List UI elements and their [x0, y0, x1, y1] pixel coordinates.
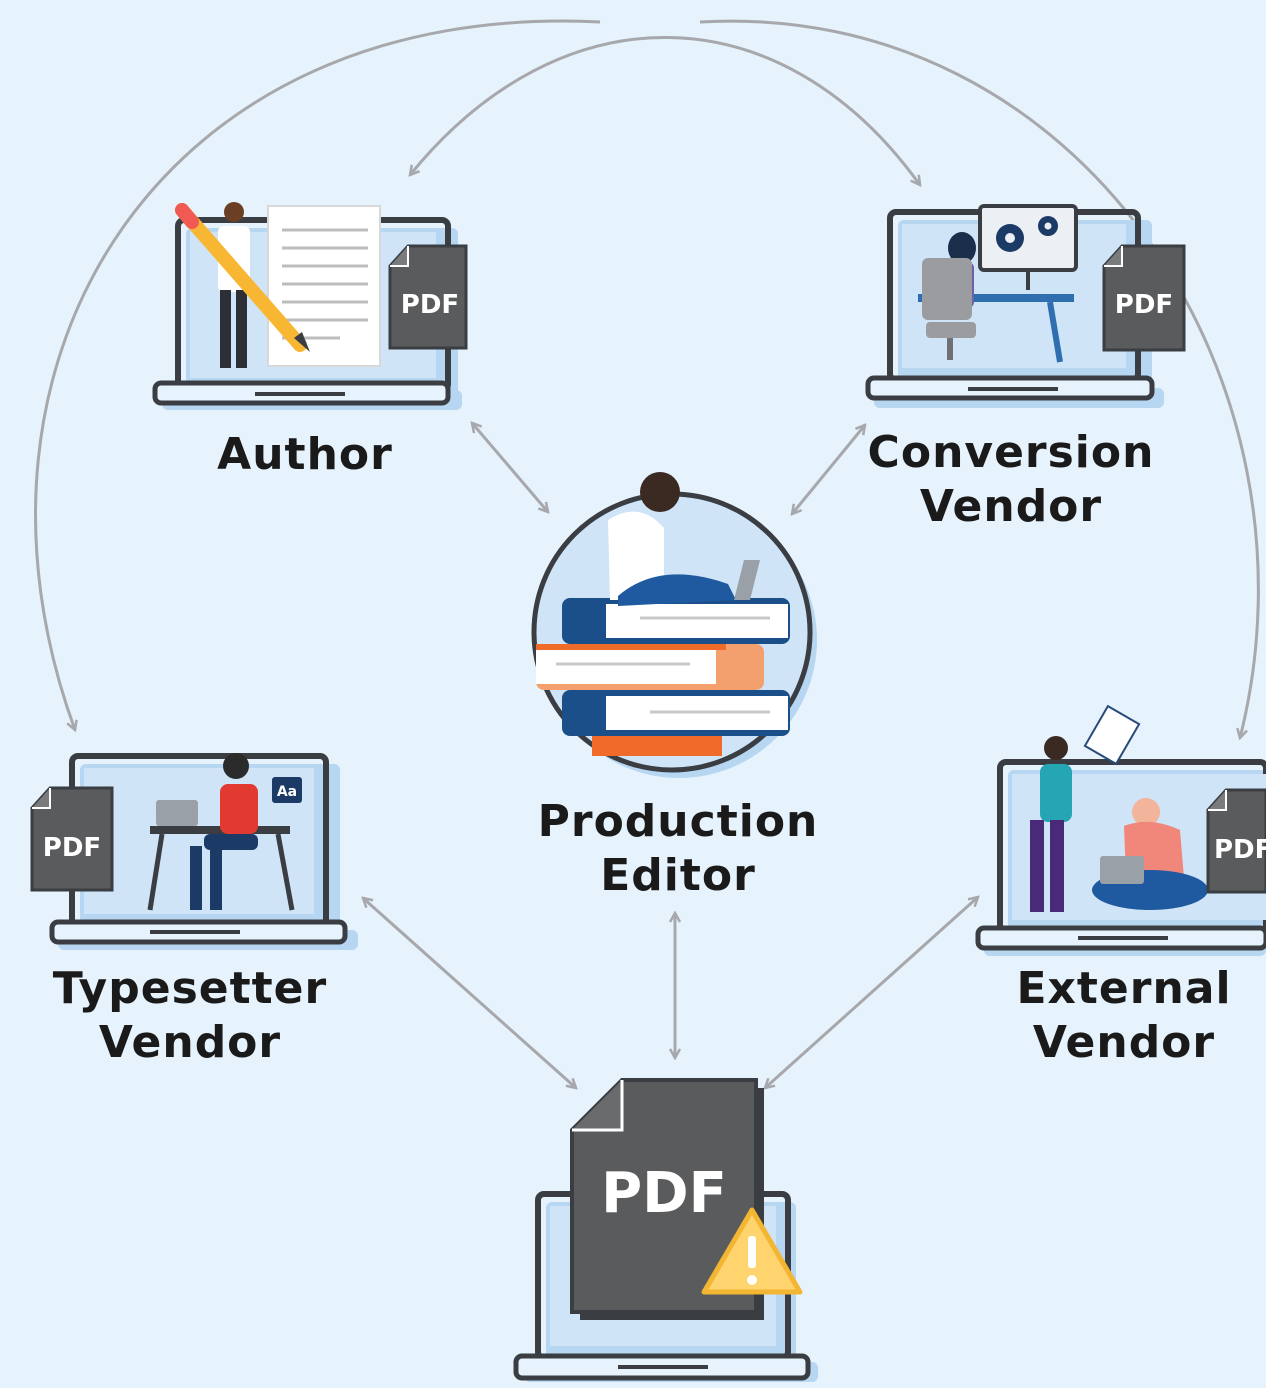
external-vendor-label: External Vendor — [1004, 962, 1244, 1070]
author-pdf-icon: PDF — [388, 244, 468, 350]
production-editor-label-line1: Production — [537, 796, 819, 847]
arc-author-typesetter — [34, 19, 601, 730]
central-pdf-text: PDF — [601, 1161, 727, 1226]
arc-author-conversion — [410, 36, 920, 185]
production-editor-label: Production Editor — [528, 795, 828, 903]
typesetter-pdf-text: PDF — [43, 833, 101, 863]
arrow-external-pdf — [765, 897, 978, 1088]
conversion-laptop-illustration — [865, 204, 1164, 408]
arrow-typesetter-pdf — [363, 898, 576, 1088]
conversion-vendor-label: Conversion Vendor — [860, 426, 1162, 534]
author-pdf-text: PDF — [401, 290, 459, 320]
external-laptop-illustration — [975, 704, 1266, 956]
author-label-line1: Author — [217, 429, 393, 480]
conversion-pdf-text: PDF — [1115, 290, 1173, 320]
external-pdf-text: PDF — [1214, 835, 1266, 865]
external-pdf-icon: PDF — [1206, 788, 1266, 894]
external-vendor-label-line2: Vendor — [1032, 1017, 1216, 1068]
arrow-author-editor — [472, 423, 548, 512]
external-vendor-label-line1: External — [1016, 963, 1232, 1014]
central-pdf-document-icon: PDF — [570, 1078, 764, 1320]
typesetter-laptop-illustration: Aa — [49, 753, 358, 950]
aa-badge-text: Aa — [277, 784, 297, 800]
warning-icon — [701, 1207, 803, 1295]
typesetter-pdf-icon: PDF — [30, 786, 114, 892]
typesetter-vendor-label-line2: Vendor — [98, 1017, 282, 1068]
arrow-conversion-editor — [792, 425, 865, 514]
author-label: Author — [205, 428, 405, 482]
production-editor-label-line2: Editor — [600, 850, 756, 901]
conversion-vendor-label-line2: Vendor — [919, 481, 1103, 532]
conversion-vendor-label-line1: Conversion — [867, 427, 1155, 478]
typesetter-vendor-label-line1: Typesetter — [52, 963, 328, 1014]
conversion-pdf-icon: PDF — [1102, 244, 1186, 352]
typesetter-vendor-label: Typesetter Vendor — [45, 962, 335, 1070]
production-editor-illustration — [531, 472, 817, 778]
